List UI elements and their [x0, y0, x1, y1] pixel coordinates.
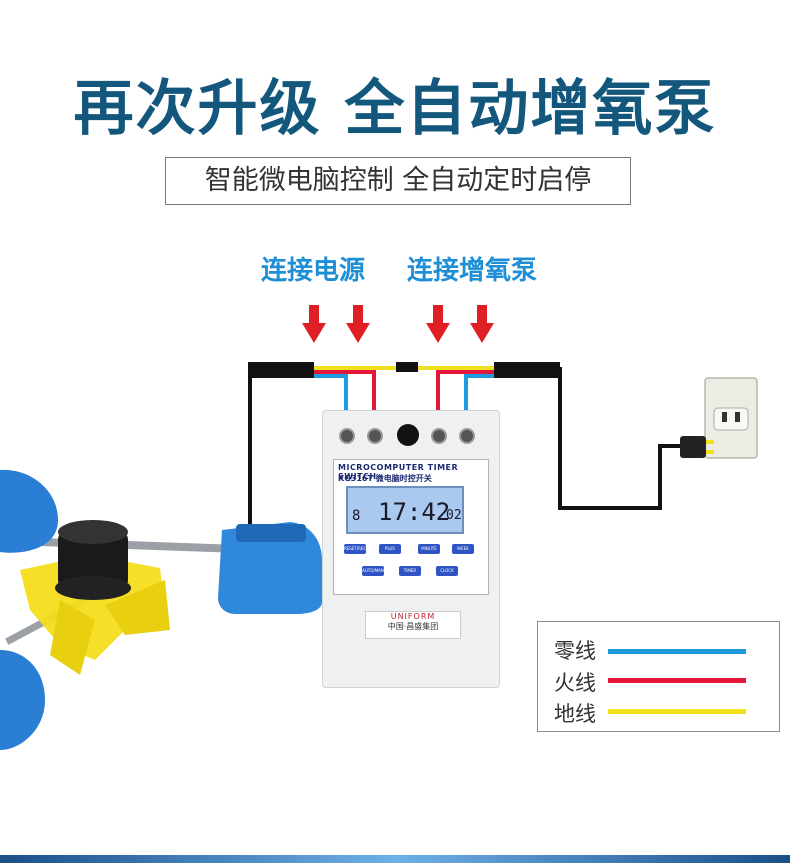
lcd-time: 17:42: [378, 498, 451, 526]
legend-line-ground: [608, 709, 746, 714]
model-line-1: MICROCOMPUTER TIMER SWITCH: [338, 463, 459, 481]
arrow-down-icon: [302, 305, 326, 343]
reset-recall-button[interactable]: RESET/RECALL: [344, 544, 373, 554]
minute-button[interactable]: MINUTE: [418, 544, 440, 554]
legend-label-ground: 地线: [554, 702, 596, 726]
model-line-2: KG316T 微电脑时控开关: [338, 474, 432, 483]
control-panel: MICROCOMPUTER TIMER SWITCH KG316T 微电脑时控开…: [333, 459, 489, 595]
legend-label-live: 火线: [554, 671, 596, 695]
arrow-down-icon: [426, 305, 450, 343]
bottom-band: [0, 855, 790, 863]
lcd-display: 8 17:42 02: [346, 486, 464, 534]
connect-pump-label: 连接增氧泵: [407, 256, 538, 286]
wiring-diagram: [248, 362, 758, 570]
timer-switch-device: MICROCOMPUTER TIMER SWITCH KG316T 微电脑时控开…: [322, 410, 500, 688]
aerator-pump-image: [0, 469, 322, 750]
wire-legend: 零线 火线 地线: [537, 621, 780, 732]
arrow-down-icon: [470, 305, 494, 343]
lcd-day: 8: [352, 508, 361, 524]
arrow-down-icon: [346, 305, 370, 343]
terminal-screw-icon: [431, 428, 447, 444]
week-button[interactable]: WEEK: [452, 544, 474, 554]
lcd-seconds: 02: [446, 508, 462, 523]
legend-line-neutral: [608, 649, 746, 654]
fuse-knob-icon: [397, 424, 419, 446]
legend-label-neutral: 零线: [554, 639, 596, 663]
auto-man-button[interactable]: AUTO/MAN: [362, 566, 384, 576]
clock-button[interactable]: CLOCK: [436, 566, 458, 576]
legend-line-live: [608, 678, 746, 683]
brand-cn: 中国·昌盛集团: [387, 622, 439, 631]
terminal-screw-icon: [367, 428, 383, 444]
plus-button[interactable]: PLUS: [379, 544, 401, 554]
brand-en: UNIFORM: [390, 612, 436, 621]
brand-label: UNIFORM 中国·昌盛集团: [365, 611, 461, 639]
timer-button[interactable]: TIMER: [399, 566, 421, 576]
terminal-screw-icon: [339, 428, 355, 444]
connect-power-label: 连接电源: [261, 256, 366, 286]
terminal-screw-icon: [459, 428, 475, 444]
page-title: 再次升级 全自动增氧泵: [73, 74, 717, 144]
page-subtitle: 智能微电脑控制 全自动定时启停: [165, 157, 631, 205]
